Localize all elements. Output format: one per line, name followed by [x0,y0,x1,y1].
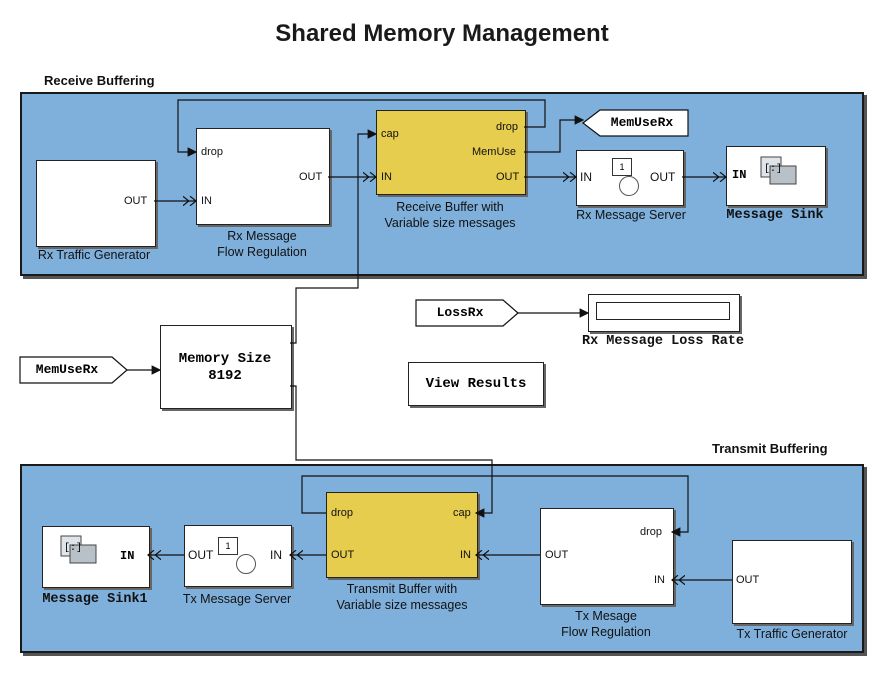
rx-flow-regulation-in-port: IN [201,195,212,207]
memory-to-tx-cap-wire [290,385,493,518]
receive-buffer-cap-port: cap [381,128,399,140]
tx-drop-feedback-wire [301,475,689,537]
tx-flow-regulation-caption-line2: Flow Regulation [561,625,651,639]
tx-traffic-generator-block[interactable] [732,540,852,624]
tx-server-counter-icon: 1 [218,537,238,555]
svg-text:[:]: [:] [764,163,782,175]
rx-flow-regulation-out-port: OUT [299,171,323,183]
memuserx-goto-tag-shape [582,109,689,137]
rx-memuse-to-goto-wire [524,115,585,153]
rx-loss-rate-value-field [596,302,730,320]
memuserx-from-tag-shape [19,356,128,384]
message-sink-caption: Message Sink [726,208,824,223]
tx-flow-regulation-drop-port: drop [640,526,663,538]
message-sink-icon: [:] [758,154,798,188]
rx-message-server-in-port: IN [580,170,592,184]
message-sink-in-port: IN [732,168,747,182]
tx-flow-regulation-out-port: OUT [545,549,569,561]
transmit-buffer-out-port: OUT [331,549,355,561]
lossrx-from-tag-text: LossRx [436,305,484,320]
svg-text:[:]: [:] [64,542,82,554]
transmit-buffer-cap-port: cap [453,507,471,519]
receive-buffer-out-port: OUT [496,171,520,183]
transmit-buffer-in-port: IN [460,549,471,561]
transmit-buffer-caption-line1: Transmit Buffer with [346,582,458,596]
tx-message-server-out-port: OUT [188,548,214,562]
tx-traffic-generator-out-port: OUT [736,574,760,586]
lossrx-from-tag-shape [415,299,519,327]
tx-flow-regulation-caption-line1: Tx Mesage [575,609,637,623]
tx-message-server-caption: Tx Message Server [182,592,292,606]
memory-size-label: Memory Size [178,351,272,367]
rx-traffic-generator-block[interactable] [36,160,156,247]
receive-buffer-caption-line2: Variable size messages [384,216,516,230]
rx-flow-regulation-caption-line1: Rx Message [227,229,297,243]
rx-traffic-generator-out-port: OUT [124,195,148,207]
receive-buffer-in-port: IN [381,171,392,183]
memuserx-from-tag-text: MemUseRx [35,362,99,377]
tx-flow-regulation-block[interactable] [540,508,674,605]
tx-traffic-generator-caption: Tx Traffic Generator [736,627,848,641]
rx-server-circle-icon [619,176,639,196]
memory-size-value: 8192 [208,368,242,384]
rx-drop-feedback-wire [177,99,546,157]
message-sink1-caption: Message Sink1 [42,592,148,607]
receive-buffer-memuse-port: MemUse [472,146,517,158]
rx-message-server-out-port: OUT [650,170,676,184]
rx-loss-rate-caption: Rx Message Loss Rate [581,334,745,349]
memory-to-rx-cap-wire [290,129,378,344]
receive-buffer-caption-line1: Receive Buffer with [396,200,504,214]
diagram-title: Shared Memory Management [275,20,609,47]
tx-message-server-in-port: IN [270,548,282,562]
transmit-buffer-drop-port: drop [331,507,354,519]
rx-message-server-caption: Rx Message Server [576,208,686,222]
receive-section-label: Receive Buffering [44,73,155,88]
rx-flow-regulation-drop-port: drop [201,146,224,158]
rx-server-counter-icon: 1 [612,158,632,176]
tx-server-circle-icon [236,554,256,574]
rx-traffic-generator-caption: Rx Traffic Generator [37,248,151,262]
receive-buffer-block[interactable] [376,110,526,195]
transmit-section-label: Transmit Buffering [712,441,828,456]
view-results-button[interactable]: View Results [408,362,544,406]
transmit-buffer-block[interactable] [326,492,478,578]
receive-buffer-drop-port: drop [496,121,519,133]
tx-flow-regulation-in-port: IN [654,574,665,586]
message-sink1-icon: [:] [58,533,98,567]
memuserx-goto-tag-text: MemUseRx [610,115,674,130]
transmit-buffer-caption-line2: Variable size messages [336,598,468,612]
message-sink1-in-port: IN [120,549,135,563]
rx-flow-regulation-caption-line2: Flow Regulation [217,245,307,259]
memory-size-block[interactable] [160,325,292,409]
